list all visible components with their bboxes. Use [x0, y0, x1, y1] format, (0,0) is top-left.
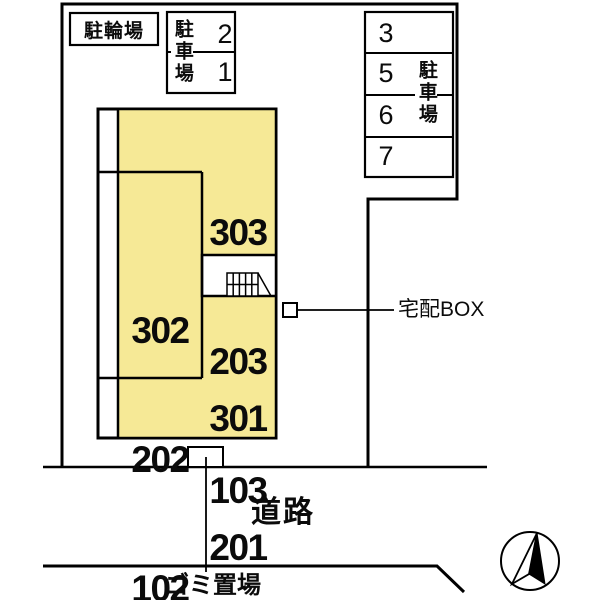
delivery-box-icon	[282, 302, 298, 318]
parking-side-label: 駐車場	[415, 59, 437, 133]
unit-201: 201	[209, 527, 268, 568]
bicycle-parking-box	[68, 11, 160, 47]
parking-stall-3: 3	[378, 18, 394, 48]
parking-front-label: 駐車場	[171, 18, 193, 90]
unit-202: 202	[131, 439, 190, 480]
unit-numbers-front: 301 201 101	[192, 311, 284, 600]
unit-203: 203	[209, 341, 268, 382]
parking-stall-7: 7	[378, 141, 394, 171]
unit-102: 102	[131, 568, 190, 600]
parking-stall-1: 1	[217, 57, 233, 87]
unit-302: 302	[131, 310, 190, 351]
road-label: 道路	[251, 496, 315, 529]
building-partition-lines	[98, 170, 204, 380]
delivery-box-label: 宅配BOX	[398, 298, 485, 321]
garbage-label: ゴミ置場	[165, 572, 261, 599]
north-compass-icon	[500, 531, 560, 591]
site-boundary-line	[60, 2, 459, 467]
parking-side-box	[363, 10, 455, 179]
unit-numbers-west: 302 202 102	[114, 223, 206, 600]
parking-stall-2: 2	[217, 19, 233, 49]
unit-103: 103	[209, 470, 268, 511]
parking-stall-6: 6	[378, 100, 394, 130]
parking-stall-5: 5	[378, 58, 394, 88]
stairs-icon	[226, 272, 272, 297]
unit-numbers-rear: 303 203 103	[192, 125, 284, 598]
road-far-line	[43, 564, 466, 594]
bicycle-parking-label: 駐輪場	[83, 20, 144, 42]
unit-303: 303	[209, 212, 268, 253]
unit-301: 301	[209, 398, 268, 439]
